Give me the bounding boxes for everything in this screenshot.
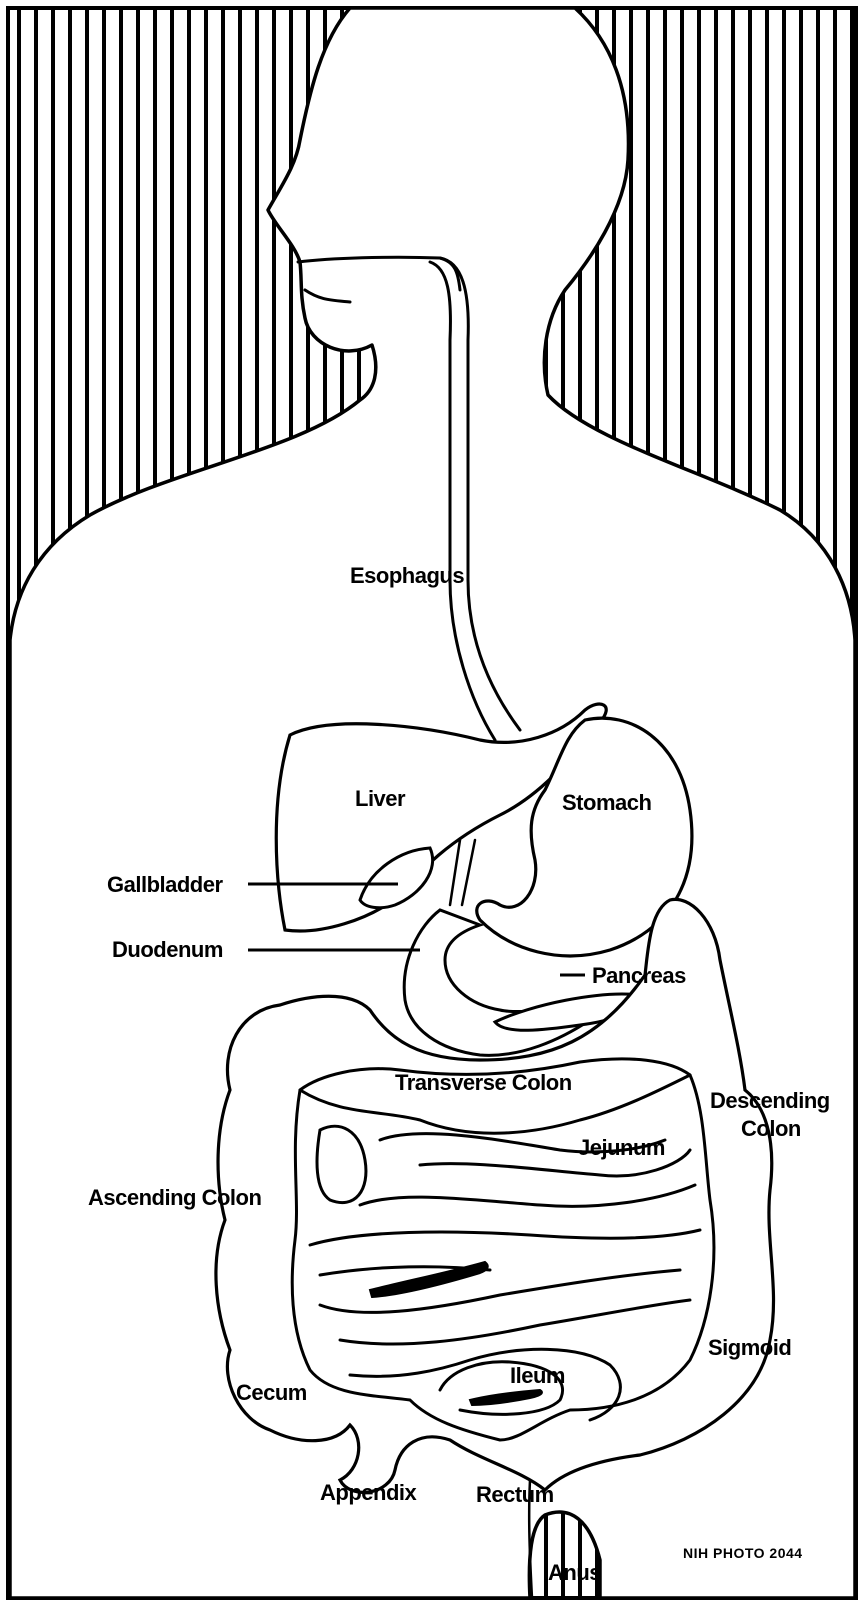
duodenum-label: Duodenum [112,937,223,962]
stomach-label: Stomach [562,790,651,815]
descending-colon-label-line-1: Descending [710,1088,830,1113]
rectum-label: Rectum [476,1482,554,1507]
ascending-colon-label: Ascending Colon [88,1185,261,1210]
ileum-label: Ileum [510,1363,565,1388]
appendix-label: Appendix [320,1480,417,1505]
liver-label: Liver [355,786,406,811]
photo-credit: NIH PHOTO 2044 [683,1545,803,1561]
transverse-colon-label: Transverse Colon [395,1070,572,1095]
pancreas-label: Pancreas [592,963,686,988]
cecum-label: Cecum [236,1380,307,1405]
anus-label: Anus [548,1560,601,1585]
sigmoid-label: Sigmoid [708,1335,791,1360]
descending-colon-label-line-2: Colon [741,1116,801,1141]
jejunum-label: Jejunum [578,1135,665,1160]
gallbladder-label: Gallbladder [107,872,223,897]
esophagus-label: Esophagus [350,563,464,588]
